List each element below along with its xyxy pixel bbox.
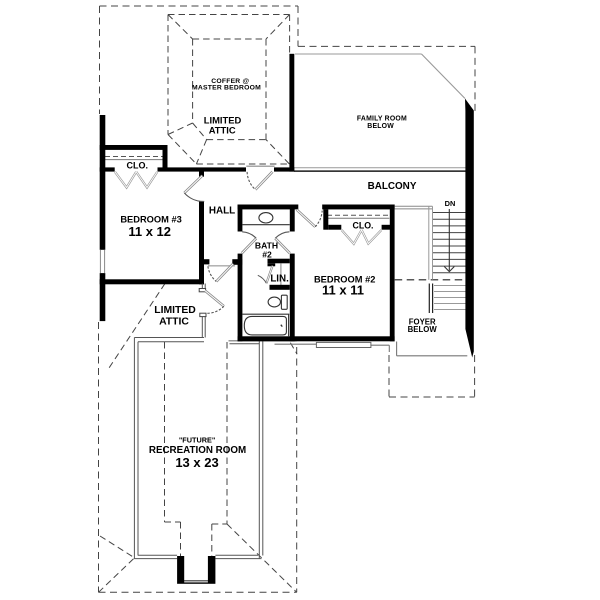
svg-text:BELOW: BELOW [408, 325, 438, 334]
svg-text:RECREATION ROOM: RECREATION ROOM [149, 445, 246, 456]
svg-text:CLO.: CLO. [352, 220, 373, 230]
svg-text:11 x 11: 11 x 11 [322, 283, 364, 298]
svg-text:#2: #2 [262, 250, 272, 260]
svg-text:BATH: BATH [255, 241, 278, 251]
svg-text:BEDROOM #3: BEDROOM #3 [120, 214, 181, 224]
svg-text:DN: DN [445, 199, 456, 208]
svg-text:13 x 23: 13 x 23 [175, 455, 218, 470]
svg-text:BALCONY: BALCONY [368, 181, 417, 192]
svg-text:LIMITED: LIMITED [154, 305, 196, 316]
svg-text:FAMILY ROOM: FAMILY ROOM [357, 116, 407, 123]
svg-text:"FUTURE": "FUTURE" [179, 436, 216, 445]
svg-text:LIMITED: LIMITED [204, 114, 242, 125]
svg-text:FOYER: FOYER [409, 318, 436, 327]
svg-text:LIN.: LIN. [270, 273, 289, 284]
svg-text:HALL: HALL [209, 206, 235, 217]
svg-text:ATTIC: ATTIC [209, 125, 236, 136]
svg-text:COFFER @: COFFER @ [211, 78, 249, 85]
svg-text:BEDROOM #2: BEDROOM #2 [314, 275, 375, 285]
svg-text:ATTIC: ATTIC [159, 317, 189, 328]
svg-text:11 x 12: 11 x 12 [128, 224, 171, 239]
svg-text:CLO.: CLO. [127, 161, 149, 171]
svg-text:BELOW: BELOW [367, 123, 394, 130]
svg-text:MASTER BEDROOM: MASTER BEDROOM [192, 85, 261, 92]
